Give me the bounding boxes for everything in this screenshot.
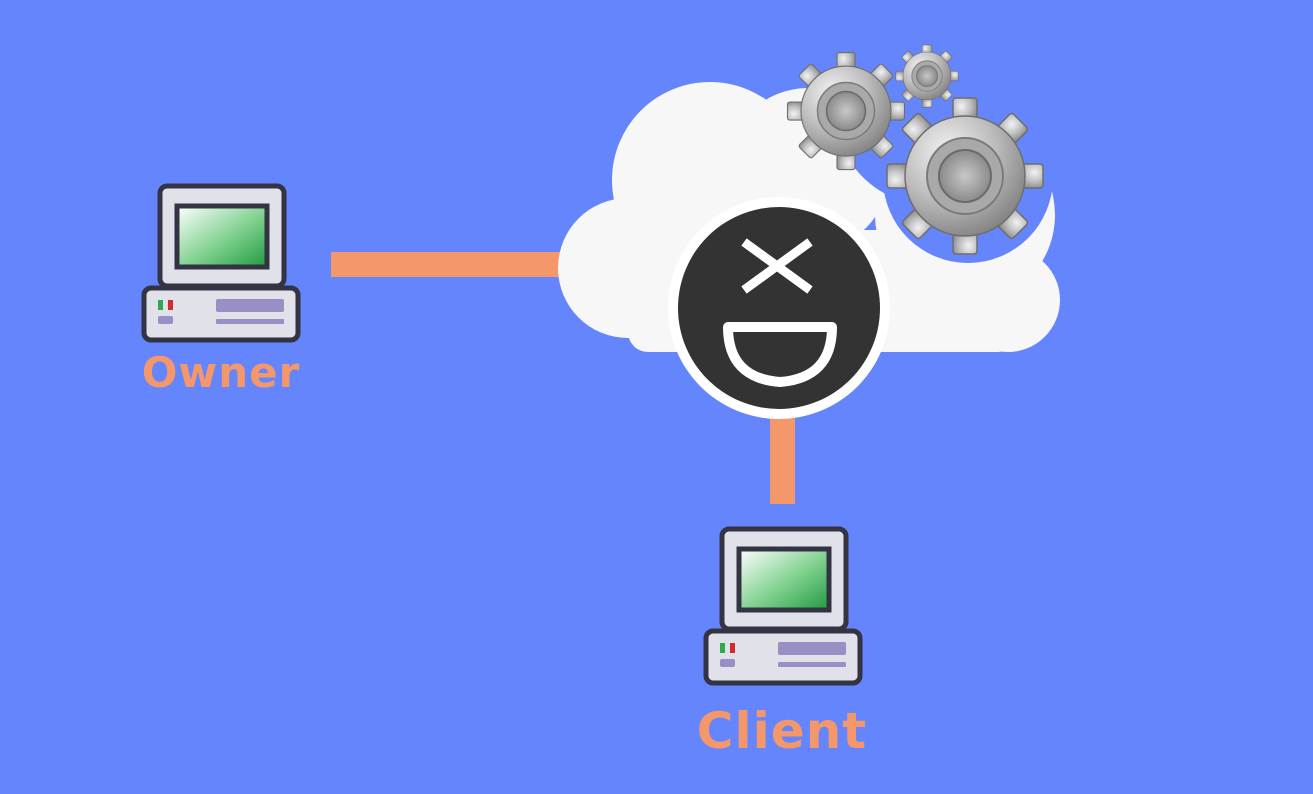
client-computer-icon	[706, 529, 860, 683]
client-label: Client	[696, 702, 868, 760]
owner-label: Owner	[141, 348, 301, 397]
owner-cloud-connector	[331, 252, 571, 277]
owner-computer-icon	[144, 186, 298, 340]
xd-logo-icon	[668, 197, 890, 419]
